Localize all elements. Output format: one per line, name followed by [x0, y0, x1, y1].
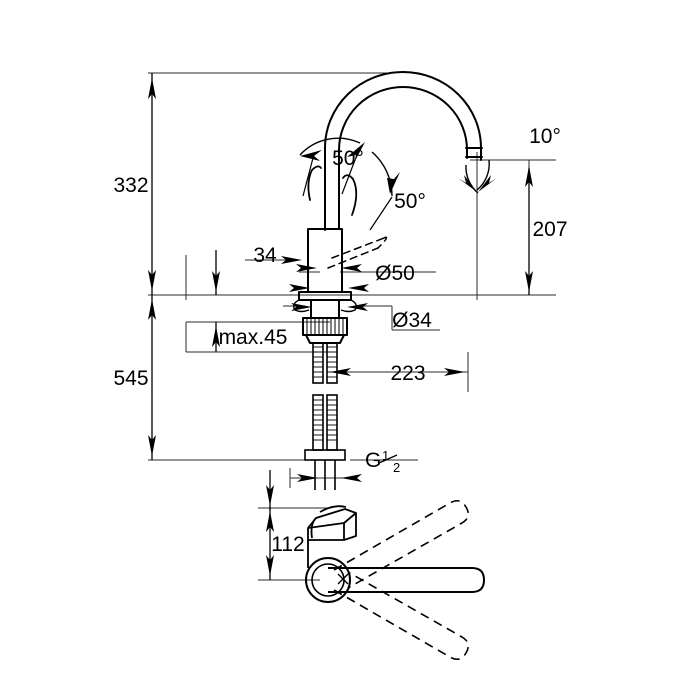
label-thread-denominator: 2	[393, 460, 400, 475]
arrow-dia34-right	[347, 303, 368, 311]
fixing-nut	[302, 317, 348, 336]
label-thread-numerator: 1	[382, 448, 389, 463]
handle-swing-left	[307, 165, 322, 201]
arrow-223-left	[330, 368, 351, 376]
angle-indicators	[299, 137, 490, 197]
base-plate	[298, 291, 352, 301]
mixer-column	[307, 228, 343, 293]
arrow-545-top	[148, 299, 156, 320]
lever-body-path	[307, 508, 357, 568]
leader-50-left-a	[302, 157, 314, 197]
lever-arm-down-dashed	[333, 571, 470, 661]
arrow-223-right	[444, 368, 465, 376]
leader-50-right	[369, 196, 393, 231]
label-angle-10: 10°	[529, 125, 561, 148]
label-34: 34	[253, 244, 277, 267]
angle-arrowheads	[300, 142, 497, 194]
dimension-labels: 332 545 207 223 112 34 max.45 Ø50 Ø34 50…	[113, 125, 567, 556]
hose-end-fitting	[304, 449, 346, 461]
lever-body-edge-e	[319, 505, 347, 513]
hose-texture	[313, 346, 337, 441]
handle-swing-right	[342, 174, 358, 216]
fraction-bar	[378, 454, 398, 464]
arrow-max45-down	[212, 326, 220, 347]
lever-body-edge-d	[310, 517, 317, 539]
hose-upper	[312, 342, 338, 384]
arrow-207-bottom	[525, 271, 533, 292]
arrow-34-right	[281, 256, 302, 264]
arc-50-left	[299, 137, 361, 156]
label-207: 207	[532, 218, 567, 241]
lever-arm-up-dashed	[333, 499, 470, 589]
washer-left	[292, 299, 310, 313]
label-angle-50-left: 50°	[332, 147, 364, 170]
hose-upper-left	[312, 342, 324, 384]
hose-lower-right	[326, 394, 338, 451]
hose-upper-right	[326, 342, 338, 384]
arrow-g12-left	[297, 474, 318, 482]
handle-dashed-tip	[377, 236, 388, 249]
label-dia50: Ø50	[375, 262, 415, 285]
handle-dashed-lower	[327, 247, 379, 269]
arrow-50-left-head2	[347, 142, 365, 163]
handle-lever-dashed	[327, 236, 388, 269]
arrow-50-right-head	[387, 172, 400, 194]
label-max45: max.45	[219, 326, 288, 349]
washer-right	[340, 299, 358, 313]
fixing-nut-taper	[305, 334, 345, 344]
arrow-base-right	[348, 284, 369, 292]
angle-leaders	[302, 157, 393, 231]
nut-knurling	[306, 319, 344, 334]
hose-lower-left	[312, 394, 324, 451]
lever-arm-rotated-positions	[333, 499, 470, 661]
arrow-dia34-left	[291, 303, 312, 311]
label-dia34: Ø34	[392, 309, 432, 332]
arrow-dia50-right	[341, 264, 362, 272]
label-112: 112	[271, 533, 304, 556]
arc-10-left	[465, 164, 479, 194]
swivel-ring-outer	[305, 557, 351, 603]
hose-threads	[314, 460, 336, 490]
hose-lower	[312, 394, 338, 451]
arrow-g12-down	[266, 485, 274, 506]
spout-outer-curve	[324, 71, 482, 231]
lever-body-edge-a	[307, 522, 345, 529]
label-545: 545	[113, 367, 148, 390]
handle-lever-front	[307, 165, 358, 230]
label-thread-g: G	[365, 449, 381, 472]
arrow-545-bottom	[148, 435, 156, 456]
arc-10-right	[476, 159, 490, 191]
lever-body-outline	[307, 505, 357, 568]
leader-50-left-b	[341, 159, 356, 195]
lever-top-view	[305, 499, 486, 661]
arrow-332-bottom	[148, 270, 156, 291]
label-332: 332	[113, 174, 148, 197]
lever-arm-center	[328, 567, 486, 593]
arrow-10-right-head	[478, 175, 497, 192]
arrow-10-left-head	[458, 175, 477, 192]
arc-50-right	[371, 151, 393, 197]
arrow-207-top	[525, 166, 533, 187]
arrow-dia50-left	[296, 264, 317, 272]
faucet-body-front-view	[298, 71, 483, 344]
lever-cross-mark	[337, 573, 349, 585]
flexible-hoses	[304, 342, 346, 490]
sealing-washers	[292, 299, 358, 313]
arrow-50-left-head	[300, 150, 322, 161]
arrow-34-down	[212, 271, 220, 292]
spout-inner-curve	[338, 86, 468, 229]
arrow-g12-right	[341, 474, 362, 482]
lever-body-edge-b	[343, 512, 357, 524]
arrow-112-top	[266, 511, 274, 532]
arrow-332-top	[148, 78, 156, 99]
label-223: 223	[390, 362, 425, 385]
handle-dashed-upper	[331, 237, 385, 259]
arrowheads	[148, 78, 533, 576]
arrow-112-bottom	[266, 555, 274, 576]
arrow-base-left	[289, 284, 310, 292]
label-angle-50-right: 50°	[394, 190, 426, 213]
